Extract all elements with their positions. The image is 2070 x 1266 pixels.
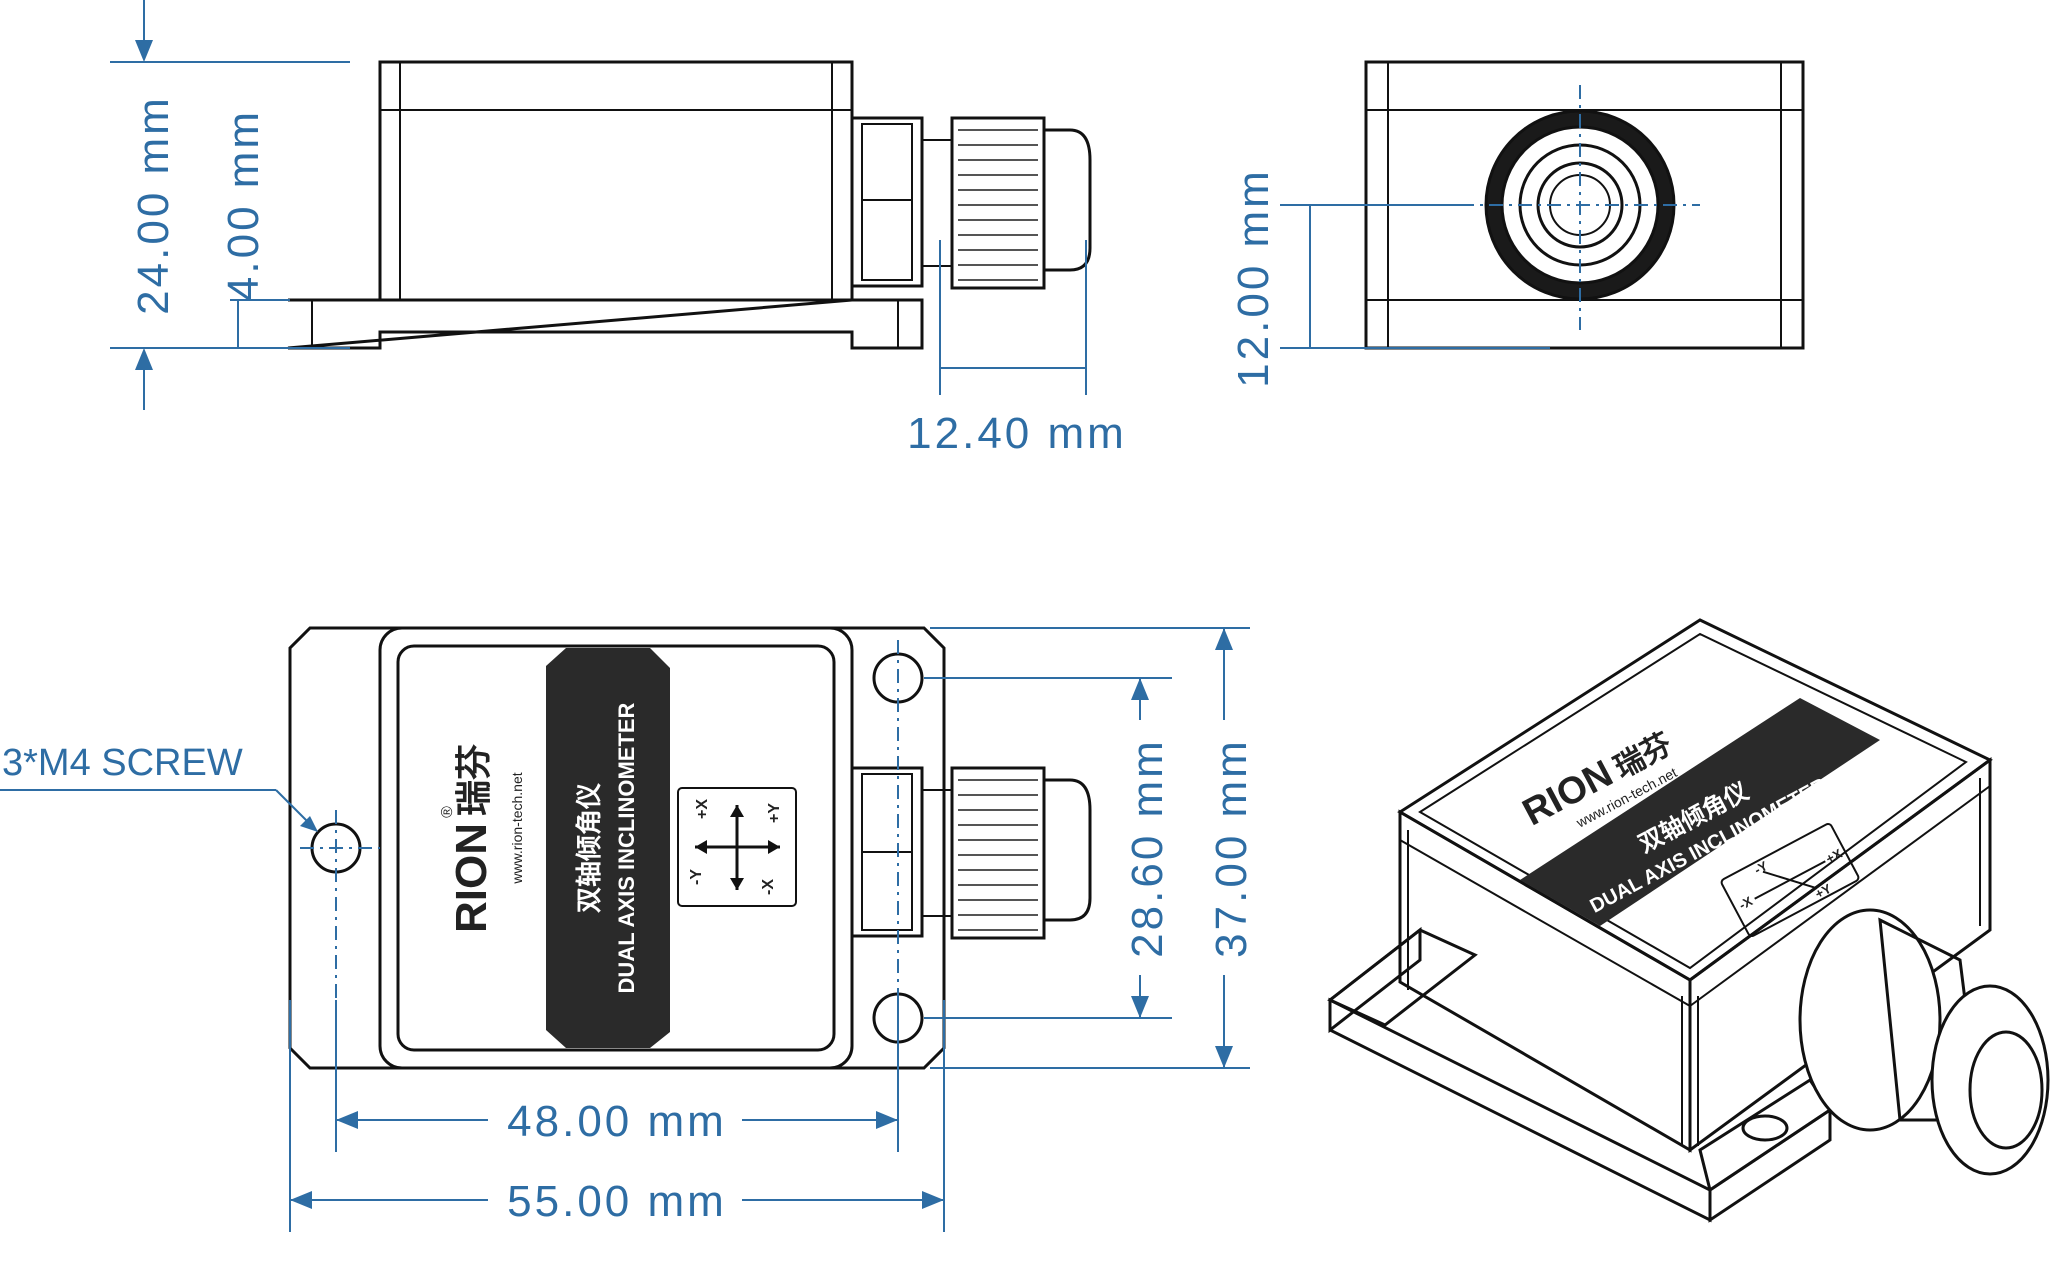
dim-flange-thickness: 4.00 mm — [219, 109, 268, 301]
dim-hole-spacing-vertical: 28.60 mm — [1123, 738, 1172, 958]
screw-callout: 3*M4 SCREW — [2, 742, 243, 784]
side-view — [287, 60, 1092, 350]
iso-brand-logo: RION — [1516, 753, 1620, 835]
iso-axis-neg-x: -X — [1736, 893, 1755, 913]
end-view-dimensions: 12.00 mm — [1229, 168, 1550, 388]
iso-axis-neg-y: -Y — [1752, 858, 1771, 878]
dim-hole-spacing-horizontal: 48.00 mm — [507, 1097, 727, 1146]
iso-axis-pos-y: +Y — [1812, 881, 1834, 902]
top-view-dimensions: 48.00 mm 55.00 mm 28.60 mm 37.00 mm 3*M4… — [0, 627, 1256, 1232]
website: www.rion-tech.net — [509, 772, 525, 884]
top-view-branding: RION 瑞芬 ® www.rion-tech.net — [439, 744, 525, 933]
axis-pos-y: +Y — [766, 803, 783, 823]
axis-pos-x: +X — [694, 799, 711, 819]
end-view — [1364, 60, 1805, 350]
axis-neg-x: -X — [760, 879, 777, 895]
brand-logo: RION — [447, 823, 496, 933]
isometric-view — [1327, 618, 2050, 1223]
iso-axis-box: -Y +X -X +Y — [1720, 823, 1860, 937]
dim-gland-length: 12.40 mm — [907, 409, 1127, 458]
dim-length-total: 55.00 mm — [507, 1177, 727, 1226]
registered-mark: ® — [439, 806, 456, 818]
axis-neg-y: -Y — [688, 869, 705, 885]
brand-logo-cn: 瑞芬 — [453, 744, 494, 816]
product-name-cn: 双轴倾角仪 — [574, 782, 604, 913]
product-name-en: DUAL AXIS INCLINOMETER — [614, 702, 639, 993]
side-view-dimensions: 24.00 mm 4.00 mm 12.40 mm — [110, 0, 1127, 458]
dim-height-total: 24.00 mm — [129, 95, 178, 315]
iso-axis-pos-x: +X — [1823, 845, 1845, 866]
dim-connector-center-height: 12.00 mm — [1229, 168, 1278, 388]
top-view: RION 瑞芬 ® www.rion-tech.net 双轴倾角仪 DUAL A… — [288, 626, 1092, 1100]
dim-width-total: 37.00 mm — [1207, 738, 1256, 958]
